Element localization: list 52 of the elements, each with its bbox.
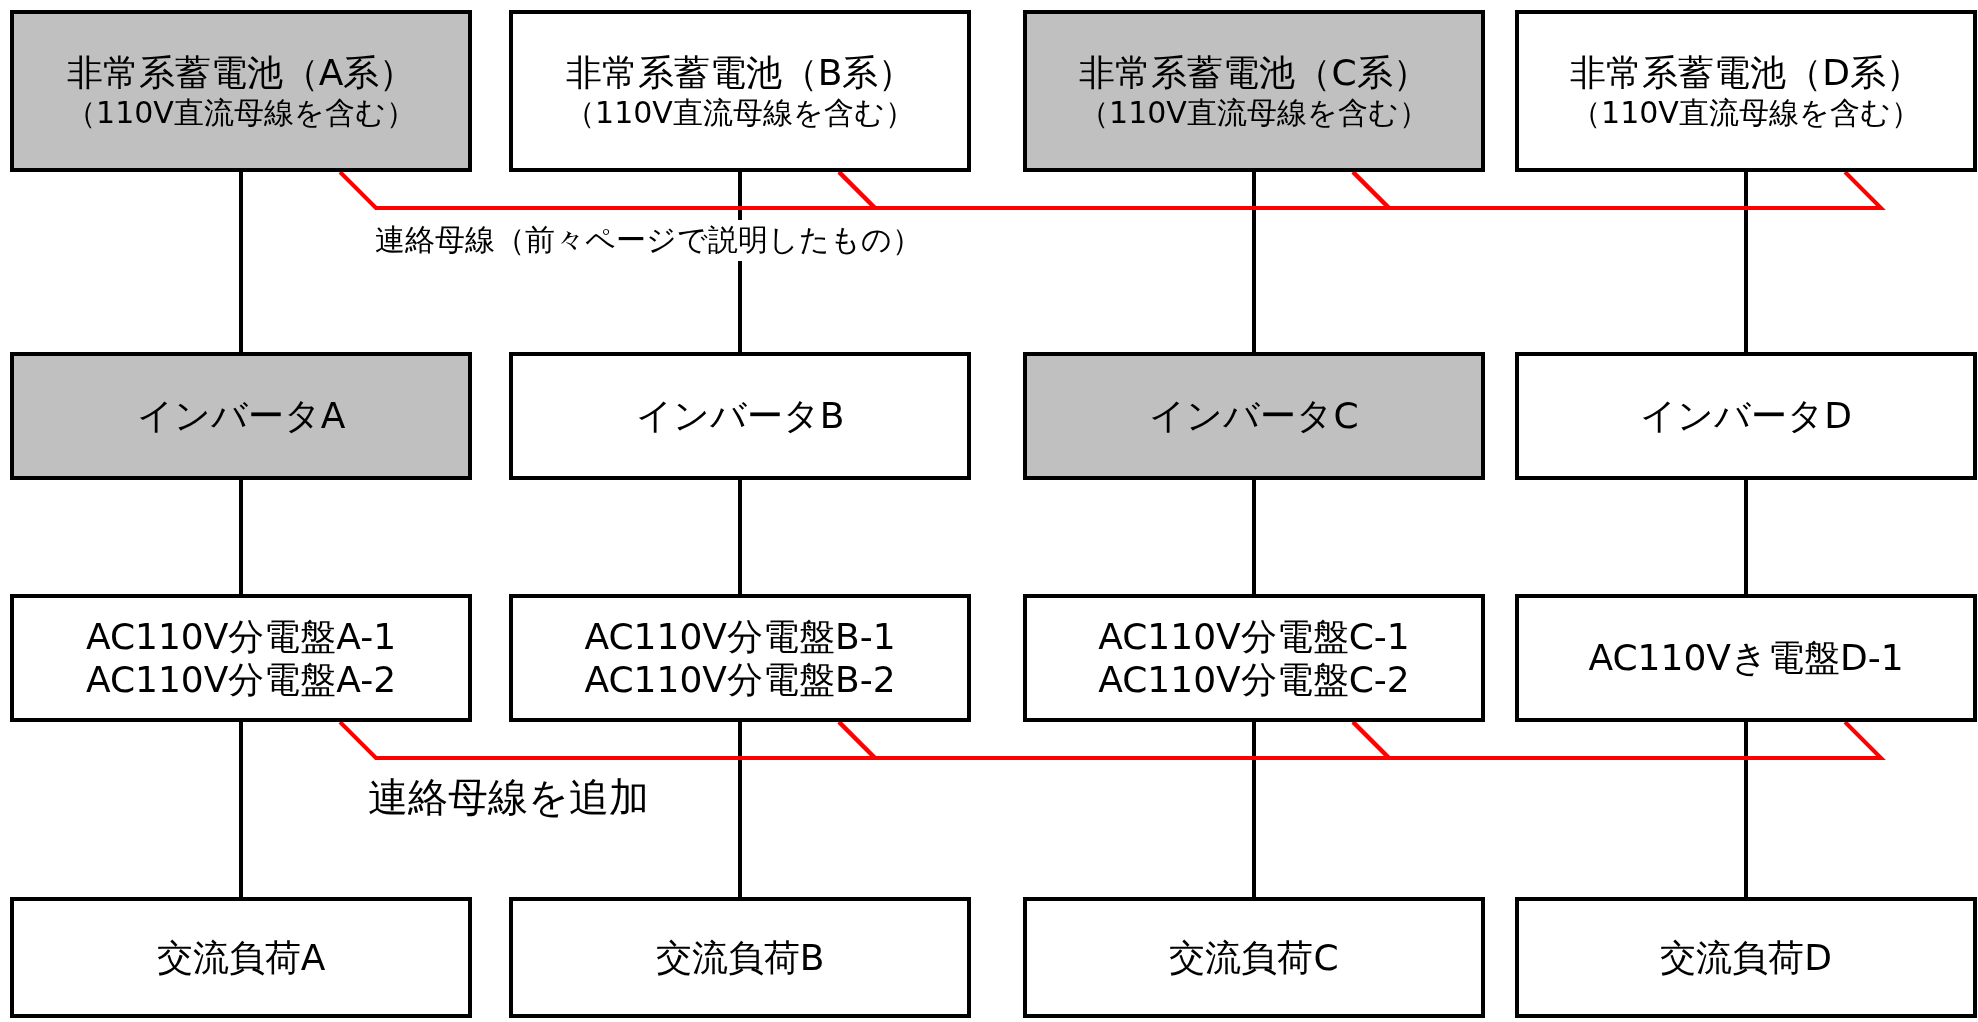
connector-line bbox=[239, 480, 243, 594]
box-title: インバータD bbox=[1640, 394, 1852, 438]
box-text: （110V直流母線を含む） bbox=[565, 94, 915, 131]
bus-line bbox=[1351, 170, 1886, 210]
box-text: （110V直流母線を含む） bbox=[66, 94, 416, 131]
box-text: （110V直流母線を含む） bbox=[1079, 94, 1429, 131]
box-title: 交流負荷C bbox=[1169, 935, 1339, 980]
bus-line bbox=[1351, 720, 1886, 760]
box-title: インバータA bbox=[136, 394, 346, 438]
load-box bbox=[1515, 897, 1977, 1018]
battery-box bbox=[509, 10, 971, 172]
connector-line bbox=[1744, 722, 1748, 897]
connector-line bbox=[239, 172, 243, 352]
connector-line bbox=[738, 480, 742, 594]
load-box bbox=[10, 897, 472, 1018]
box-text: AC110V分電盤C-2 bbox=[1098, 658, 1410, 702]
box-title: AC110V分電盤B-1 bbox=[584, 614, 896, 658]
connector-line bbox=[738, 722, 742, 897]
box-title: AC110V分電盤C-1 bbox=[1098, 614, 1410, 658]
box-text: AC110V分電盤B-2 bbox=[584, 658, 896, 702]
connector-line bbox=[1252, 722, 1256, 897]
connector-line bbox=[1744, 172, 1748, 352]
box-text: （110V直流母線を含む） bbox=[1571, 94, 1921, 131]
box-title: 非常系蓄電池（C系） bbox=[1079, 51, 1429, 95]
distribution-panel-box bbox=[1023, 594, 1485, 722]
inverter-box bbox=[509, 352, 971, 480]
box-title: AC110Vき電盤D-1 bbox=[1588, 636, 1904, 680]
box-title: AC110V分電盤A-1 bbox=[85, 614, 397, 658]
connector-line bbox=[1252, 480, 1256, 594]
box-title: 交流負荷A bbox=[156, 935, 326, 980]
load-box bbox=[1023, 897, 1485, 1018]
connector-line bbox=[1252, 172, 1256, 352]
box-title: インバータB bbox=[635, 394, 845, 438]
inverter-box bbox=[1515, 352, 1977, 480]
distribution-panel-box bbox=[10, 594, 472, 722]
connector-line bbox=[239, 722, 243, 897]
connector-line bbox=[1744, 480, 1748, 594]
distribution-panel-box bbox=[1515, 594, 1977, 722]
battery-box bbox=[1515, 10, 1977, 172]
inverter-box bbox=[10, 352, 472, 480]
box-text: AC110V分電盤A-2 bbox=[85, 658, 397, 702]
load-box bbox=[509, 897, 971, 1018]
box-title: 非常系蓄電池（D系） bbox=[1570, 51, 1922, 95]
box-title: 交流負荷D bbox=[1660, 935, 1832, 980]
box-title: インバータC bbox=[1149, 394, 1359, 438]
box-title: 非常系蓄電池（B系） bbox=[565, 51, 915, 95]
battery-box bbox=[1023, 10, 1485, 172]
box-title: 非常系蓄電池（A系） bbox=[66, 51, 416, 95]
distribution-panel-box bbox=[509, 594, 971, 722]
box-title: 交流負荷B bbox=[655, 935, 825, 980]
battery-box bbox=[10, 10, 472, 172]
inverter-box bbox=[1023, 352, 1485, 480]
